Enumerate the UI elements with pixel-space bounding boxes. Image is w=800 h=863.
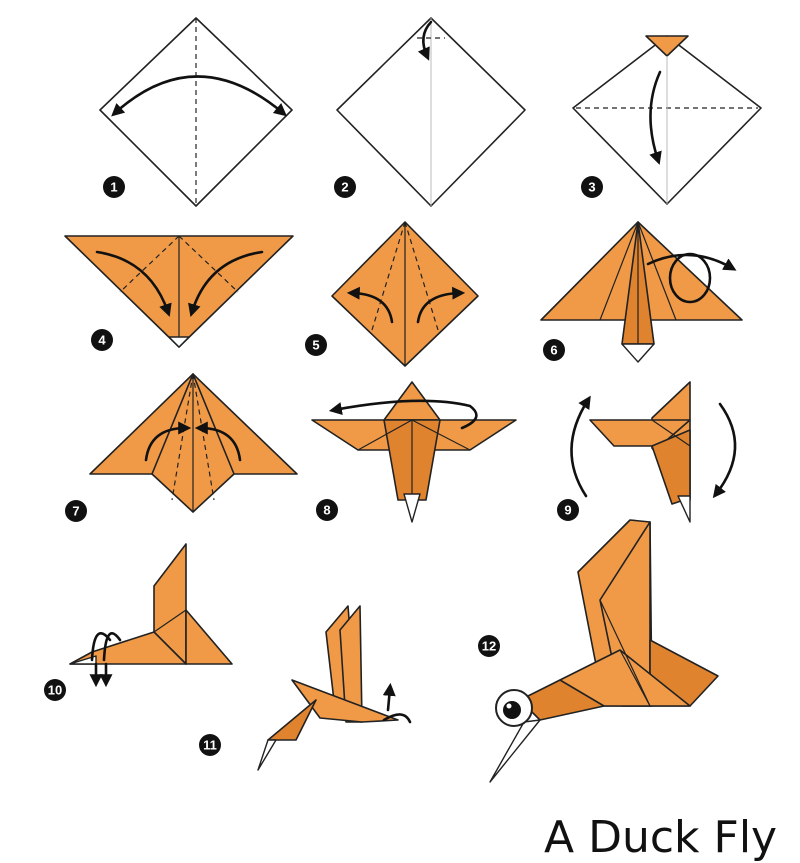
svg-text:8: 8 [323,503,330,518]
svg-text:5: 5 [312,338,319,353]
step-8-diagram [311,381,517,523]
svg-text:6: 6 [550,343,557,358]
step-11-badge: 11 [199,734,221,756]
step-11-diagram [257,605,412,771]
step-8-badge: 8 [316,499,338,521]
step-10-diagram [69,543,233,688]
step-4-badge: 4 [91,329,113,351]
svg-text:11: 11 [203,738,217,753]
svg-text:3: 3 [588,180,595,195]
svg-text:7: 7 [72,504,79,519]
step-6-diagram [540,221,743,363]
step-6-badge: 6 [543,339,565,361]
svg-text:9: 9 [564,503,571,518]
step-1-diagram [99,17,293,207]
step-3-badge: 3 [581,176,603,198]
svg-text:12: 12 [482,639,496,654]
step-3-diagram [572,35,762,205]
step-12-badge: 12 [478,635,500,657]
step-2-badge: 2 [334,176,356,198]
step-4-diagram [64,235,294,348]
step-12-diagram [489,519,719,783]
step-7-diagram [89,373,298,513]
step-10-badge: 10 [44,679,66,701]
step-1-badge: 1 [103,176,125,198]
step-5-diagram [331,221,479,367]
svg-text:4: 4 [98,333,106,348]
svg-text:2: 2 [341,180,348,195]
step-2-diagram [336,17,526,207]
step-5-badge: 5 [305,334,327,356]
duck-eye [495,689,533,727]
step-7-badge: 7 [65,500,87,522]
diagram-title: A Duck Fly [544,812,778,863]
svg-text:10: 10 [48,683,62,698]
step-9-badge: 9 [557,499,579,521]
svg-text:1: 1 [110,180,117,195]
step-9-diagram [570,381,737,523]
